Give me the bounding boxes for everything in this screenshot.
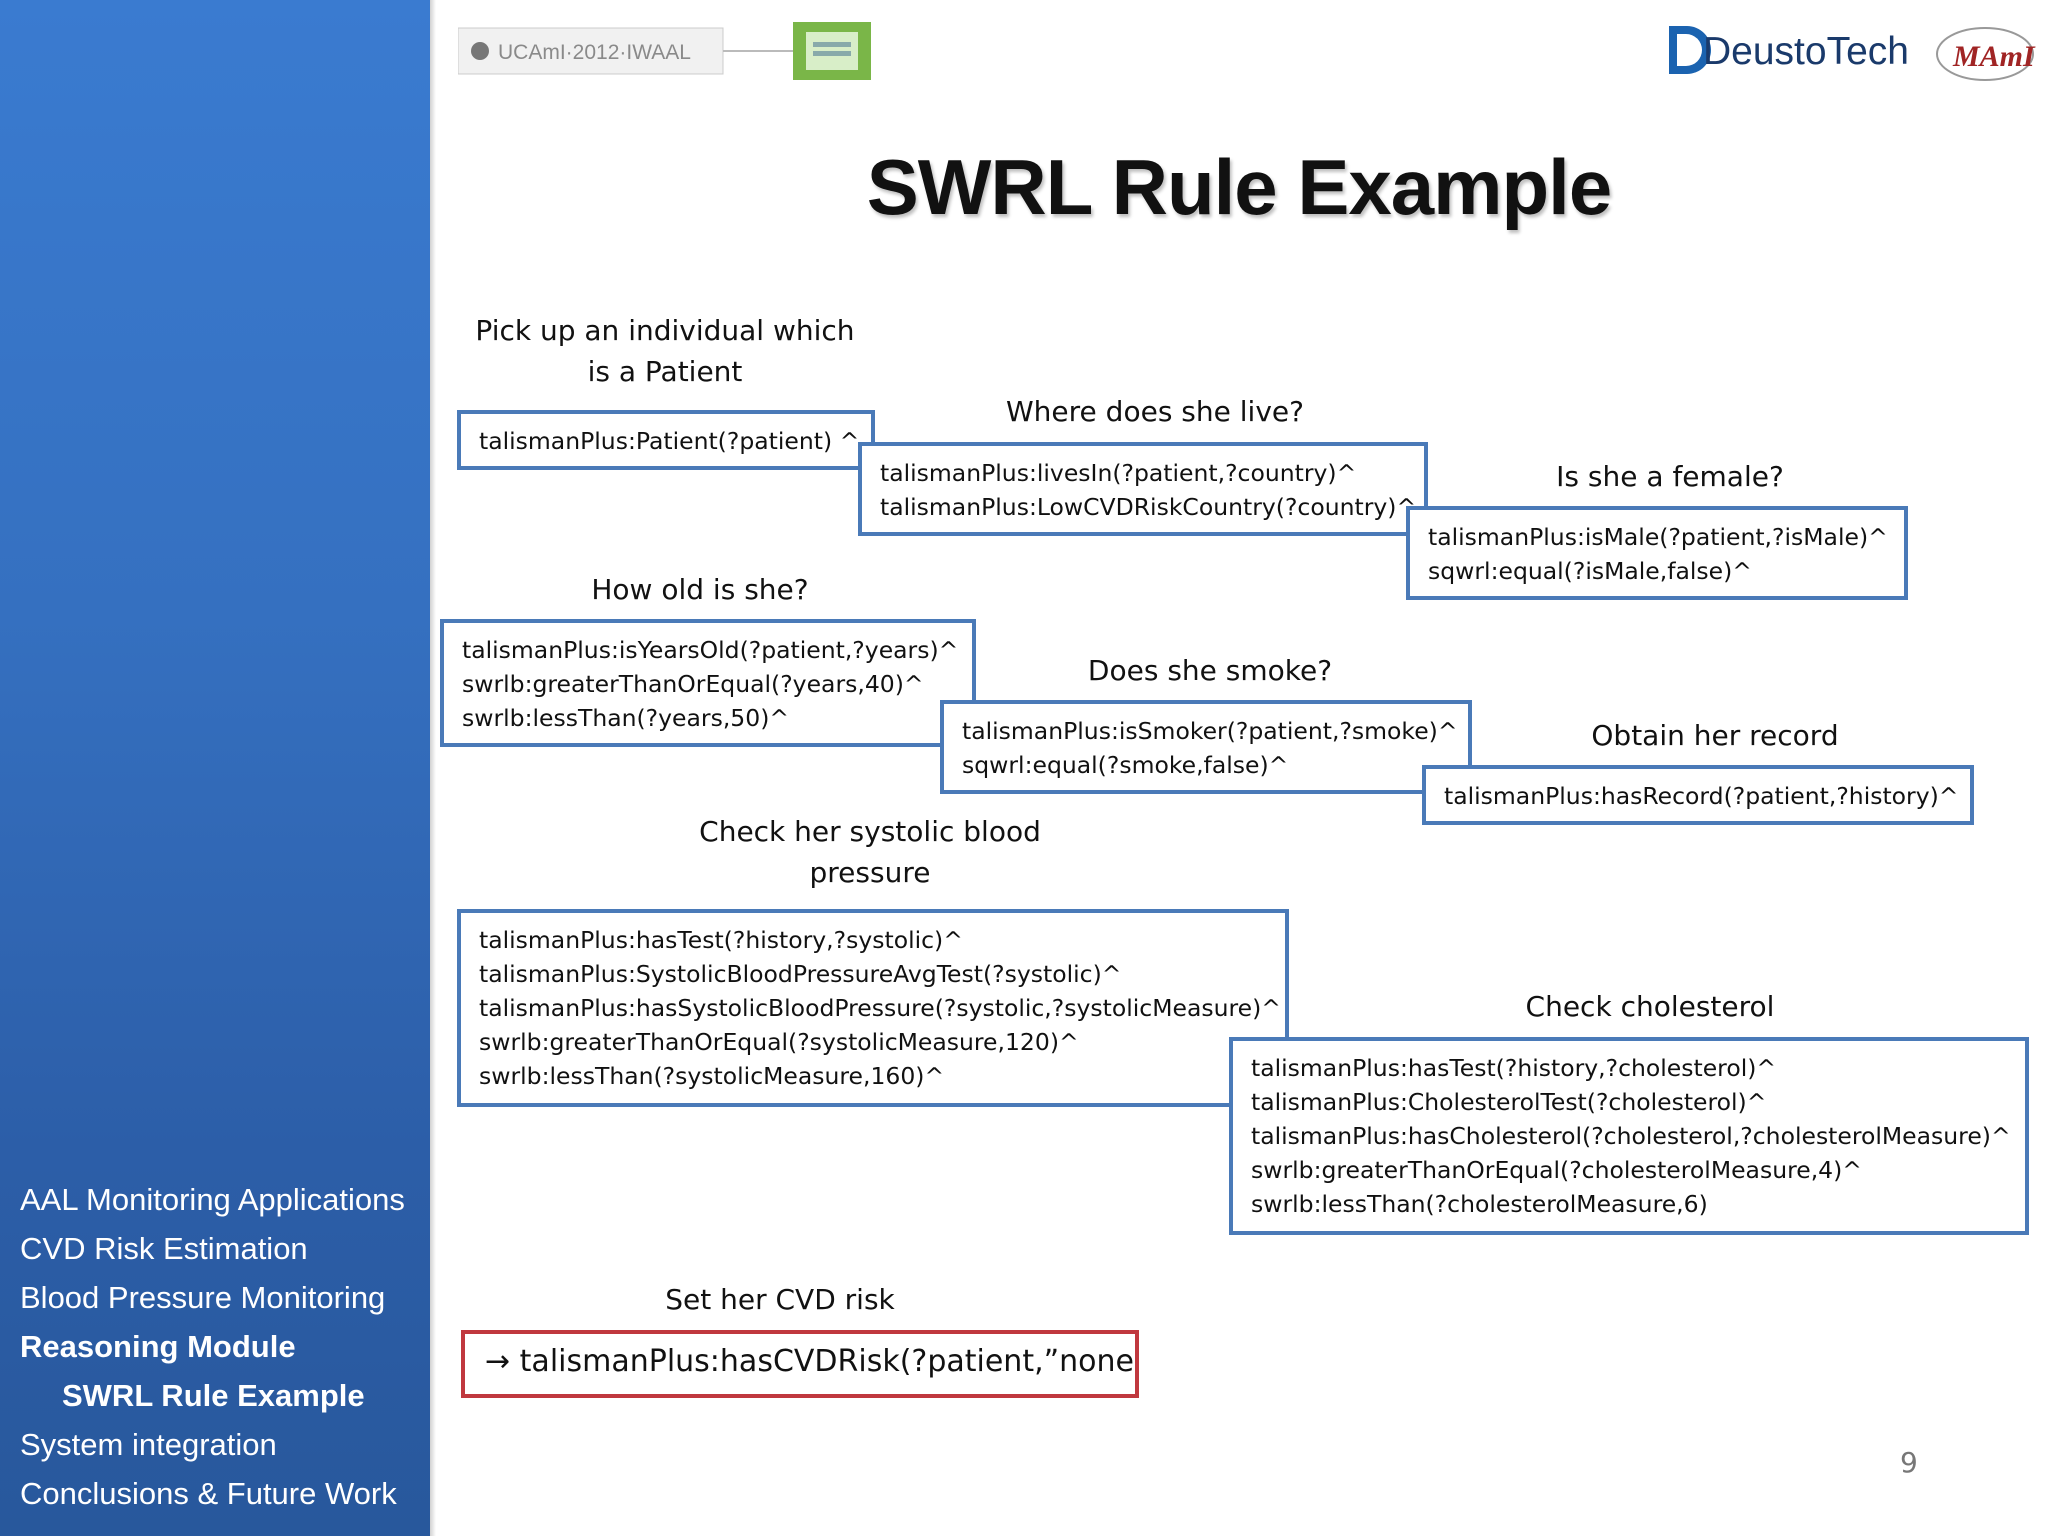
rule-box-female: talismanPlus:isMale(?patient,?isMale)^ s… — [1406, 506, 1908, 600]
slide-title: SWRL Rule Example — [866, 143, 1612, 231]
label-lives: Where does she live? — [1006, 395, 1304, 428]
rule-line: swrlb:lessThan(?cholesterolMeasure,6) — [1251, 1190, 1708, 1218]
rule-line: talismanPlus:CholesterolTest(?cholestero… — [1251, 1088, 1767, 1116]
rule-line: talismanPlus:SystolicBloodPressureAvgTes… — [479, 960, 1122, 988]
label-age: How old is she? — [591, 573, 809, 606]
rule-box-cholesterol: talismanPlus:hasTest(?history,?cholester… — [1229, 1037, 2029, 1235]
rule-line: talismanPlus:isSmoker(?patient,?smoke)^ — [962, 717, 1458, 745]
deustotech-logo: DeustoTech MAmI — [1669, 26, 2036, 81]
rule-box-systolic: talismanPlus:hasTest(?history,?systolic)… — [457, 909, 1289, 1107]
rule-line: swrlb:greaterThanOrEqual(?systolicMeasur… — [479, 1028, 1079, 1056]
label-risk: Set her CVD risk — [665, 1283, 895, 1316]
rule-box-age: talismanPlus:isYearsOld(?patient,?years)… — [440, 619, 976, 747]
rule-line: swrlb:lessThan(?years,50)^ — [462, 704, 790, 732]
rule-line: talismanPlus:isMale(?patient,?isMale)^ — [1428, 523, 1888, 551]
label-female: Is she a female? — [1556, 460, 1784, 493]
rule-line: talismanPlus:hasCholesterol(?cholesterol… — [1251, 1122, 2011, 1150]
rule-line: talismanPlus:Patient(?patient) ^ — [479, 427, 860, 455]
page-number: 9 — [1900, 1446, 1918, 1479]
rule-box-smoke: talismanPlus:isSmoker(?patient,?smoke)^ … — [940, 700, 1472, 794]
nav-item-reasoning-module[interactable]: Reasoning Module — [20, 1329, 296, 1364]
sidebar: AAL Monitoring Applications CVD Risk Est… — [0, 0, 436, 1536]
rule-box-lives: talismanPlus:livesIn(?patient,?country)^… — [858, 442, 1428, 536]
rule-line: swrlb:greaterThanOrEqual(?years,40)^ — [462, 670, 924, 698]
nav-item-system-integration[interactable]: System integration — [20, 1427, 277, 1462]
conference-logo-text: UCAmI·2012·IWAAL — [498, 41, 691, 64]
sidebar-nav: AAL Monitoring Applications CVD Risk Est… — [20, 1175, 420, 1518]
nav-item-cvd-risk[interactable]: CVD Risk Estimation — [20, 1231, 308, 1266]
nav-item-conclusions[interactable]: Conclusions & Future Work — [20, 1476, 397, 1511]
nav-item-aal-monitoring[interactable]: AAL Monitoring Applications — [20, 1182, 405, 1217]
rule-box-patient: talismanPlus:Patient(?patient) ^ — [457, 410, 875, 470]
rule-line: talismanPlus:hasTest(?history,?systolic)… — [479, 926, 963, 954]
label-systolic: Check her systolic blood pressure — [699, 815, 1041, 889]
rule-line: sqwrl:equal(?smoke,false)^ — [962, 751, 1289, 779]
rule-line: talismanPlus:isYearsOld(?patient,?years)… — [462, 636, 959, 664]
rule-box-record: talismanPlus:hasRecord(?patient,?history… — [1422, 765, 1974, 825]
rule-line: talismanPlus:LowCVDRiskCountry(?country)… — [880, 493, 1417, 521]
label-record: Obtain her record — [1591, 719, 1839, 752]
rule-line: talismanPlus:livesIn(?patient,?country)^ — [880, 459, 1357, 487]
label-smoke: Does she smoke? — [1087, 654, 1333, 687]
rule-line: talismanPlus:hasSystolicBloodPressure(?s… — [479, 994, 1281, 1022]
rule-line: swrlb:lessThan(?systolicMeasure,160)^ — [479, 1062, 945, 1090]
rule-line: talismanPlus:hasTest(?history,?cholester… — [1251, 1054, 1777, 1082]
deustotech-text: DeustoTech — [1703, 30, 1909, 73]
nav-item-swrl-rule-example[interactable]: SWRL Rule Example — [62, 1378, 365, 1413]
rule-line-result: → talismanPlus:hasCVDRisk(?patient,”none… — [485, 1344, 1139, 1379]
label-cholesterol: Check cholesterol — [1525, 990, 1775, 1023]
conference-logo: UCAmI·2012·IWAAL — [458, 22, 871, 80]
label-patient: Pick up an individual which is a Patient — [475, 314, 855, 388]
rule-line: talismanPlus:hasRecord(?patient,?history… — [1444, 782, 1959, 810]
nav-item-blood-pressure[interactable]: Blood Pressure Monitoring — [20, 1280, 386, 1315]
rule-line: sqwrl:equal(?isMale,false)^ — [1428, 557, 1752, 585]
rule-box-risk: → talismanPlus:hasCVDRisk(?patient,”none… — [461, 1330, 1139, 1398]
rule-line: swrlb:greaterThanOrEqual(?cholesterolMea… — [1251, 1156, 1862, 1184]
mami-logo-text: MAmI — [1952, 40, 2036, 73]
